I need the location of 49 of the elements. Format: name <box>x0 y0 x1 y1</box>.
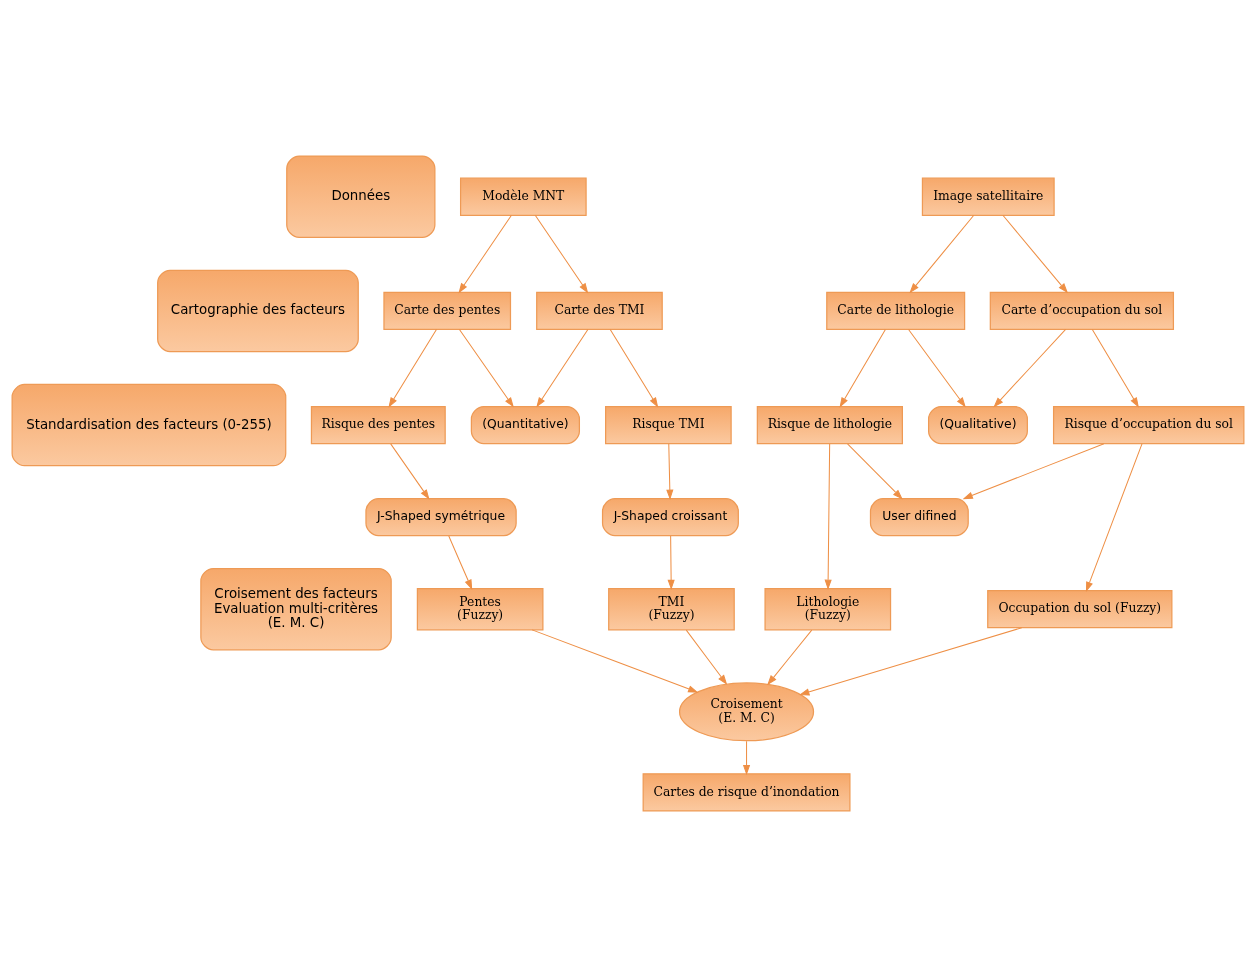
node-box: Données <box>286 155 436 238</box>
node-box: TMI (Fuzzy) <box>608 588 735 631</box>
arrow <box>799 627 1023 696</box>
arrow <box>667 535 675 591</box>
node-box: Lithologie (Fuzzy) <box>764 588 892 631</box>
arrow <box>908 328 966 408</box>
arrow <box>390 443 430 500</box>
node-box: J-Shaped croissant <box>601 498 739 537</box>
arrow <box>666 443 674 500</box>
node-box: Pentes (Fuzzy) <box>416 588 544 631</box>
node-box: (Qualitative) <box>928 405 1028 445</box>
arrow <box>609 328 659 408</box>
arrow <box>1002 214 1069 294</box>
node-box: Risque TMI <box>605 405 732 445</box>
arrow <box>458 214 512 294</box>
arrow <box>531 629 699 693</box>
arrow <box>534 214 589 294</box>
node-box: Modèle MNT <box>460 177 587 216</box>
arrow <box>448 535 473 590</box>
arrow <box>909 214 975 294</box>
arrow <box>767 629 813 686</box>
arrow <box>388 328 437 408</box>
arrow <box>824 443 832 590</box>
node-box: Occupation du sol (Fuzzy) <box>987 590 1173 629</box>
node-box: User difined <box>869 498 969 537</box>
node-box: Risque de lithologie <box>756 405 903 445</box>
node-box: Carte des TMI <box>536 291 663 331</box>
node-box: Carte de lithologie <box>826 291 966 331</box>
node-box: Cartographie des facteurs <box>157 269 359 353</box>
node-box: Cartes de risque d’inondation <box>642 773 851 812</box>
node-box: J-Shaped symétrique <box>365 498 517 537</box>
node-box: (Quantitative) <box>470 405 580 445</box>
arrow <box>1085 443 1143 593</box>
node-box: Risque des pentes <box>310 405 446 445</box>
node-box: Croisement des facteurs Evaluation multi-critères (E. M. C) <box>200 567 392 651</box>
arrow <box>536 328 589 408</box>
node-box: Carte d’occupation du sol <box>989 291 1175 331</box>
arrow <box>742 740 751 776</box>
node-box: Image satellitaire <box>921 177 1055 216</box>
arrow <box>1091 328 1139 408</box>
node-box: Standardisation des facteurs (0-255) <box>11 383 287 467</box>
arrow <box>847 443 903 500</box>
arrow <box>993 328 1067 408</box>
arrow <box>458 328 514 408</box>
arrow <box>839 328 886 408</box>
arrow <box>962 443 1105 500</box>
node-box: Risque d’occupation du sol <box>1052 405 1245 445</box>
arrow <box>685 629 728 685</box>
node-box: Carte des pentes <box>383 291 512 331</box>
